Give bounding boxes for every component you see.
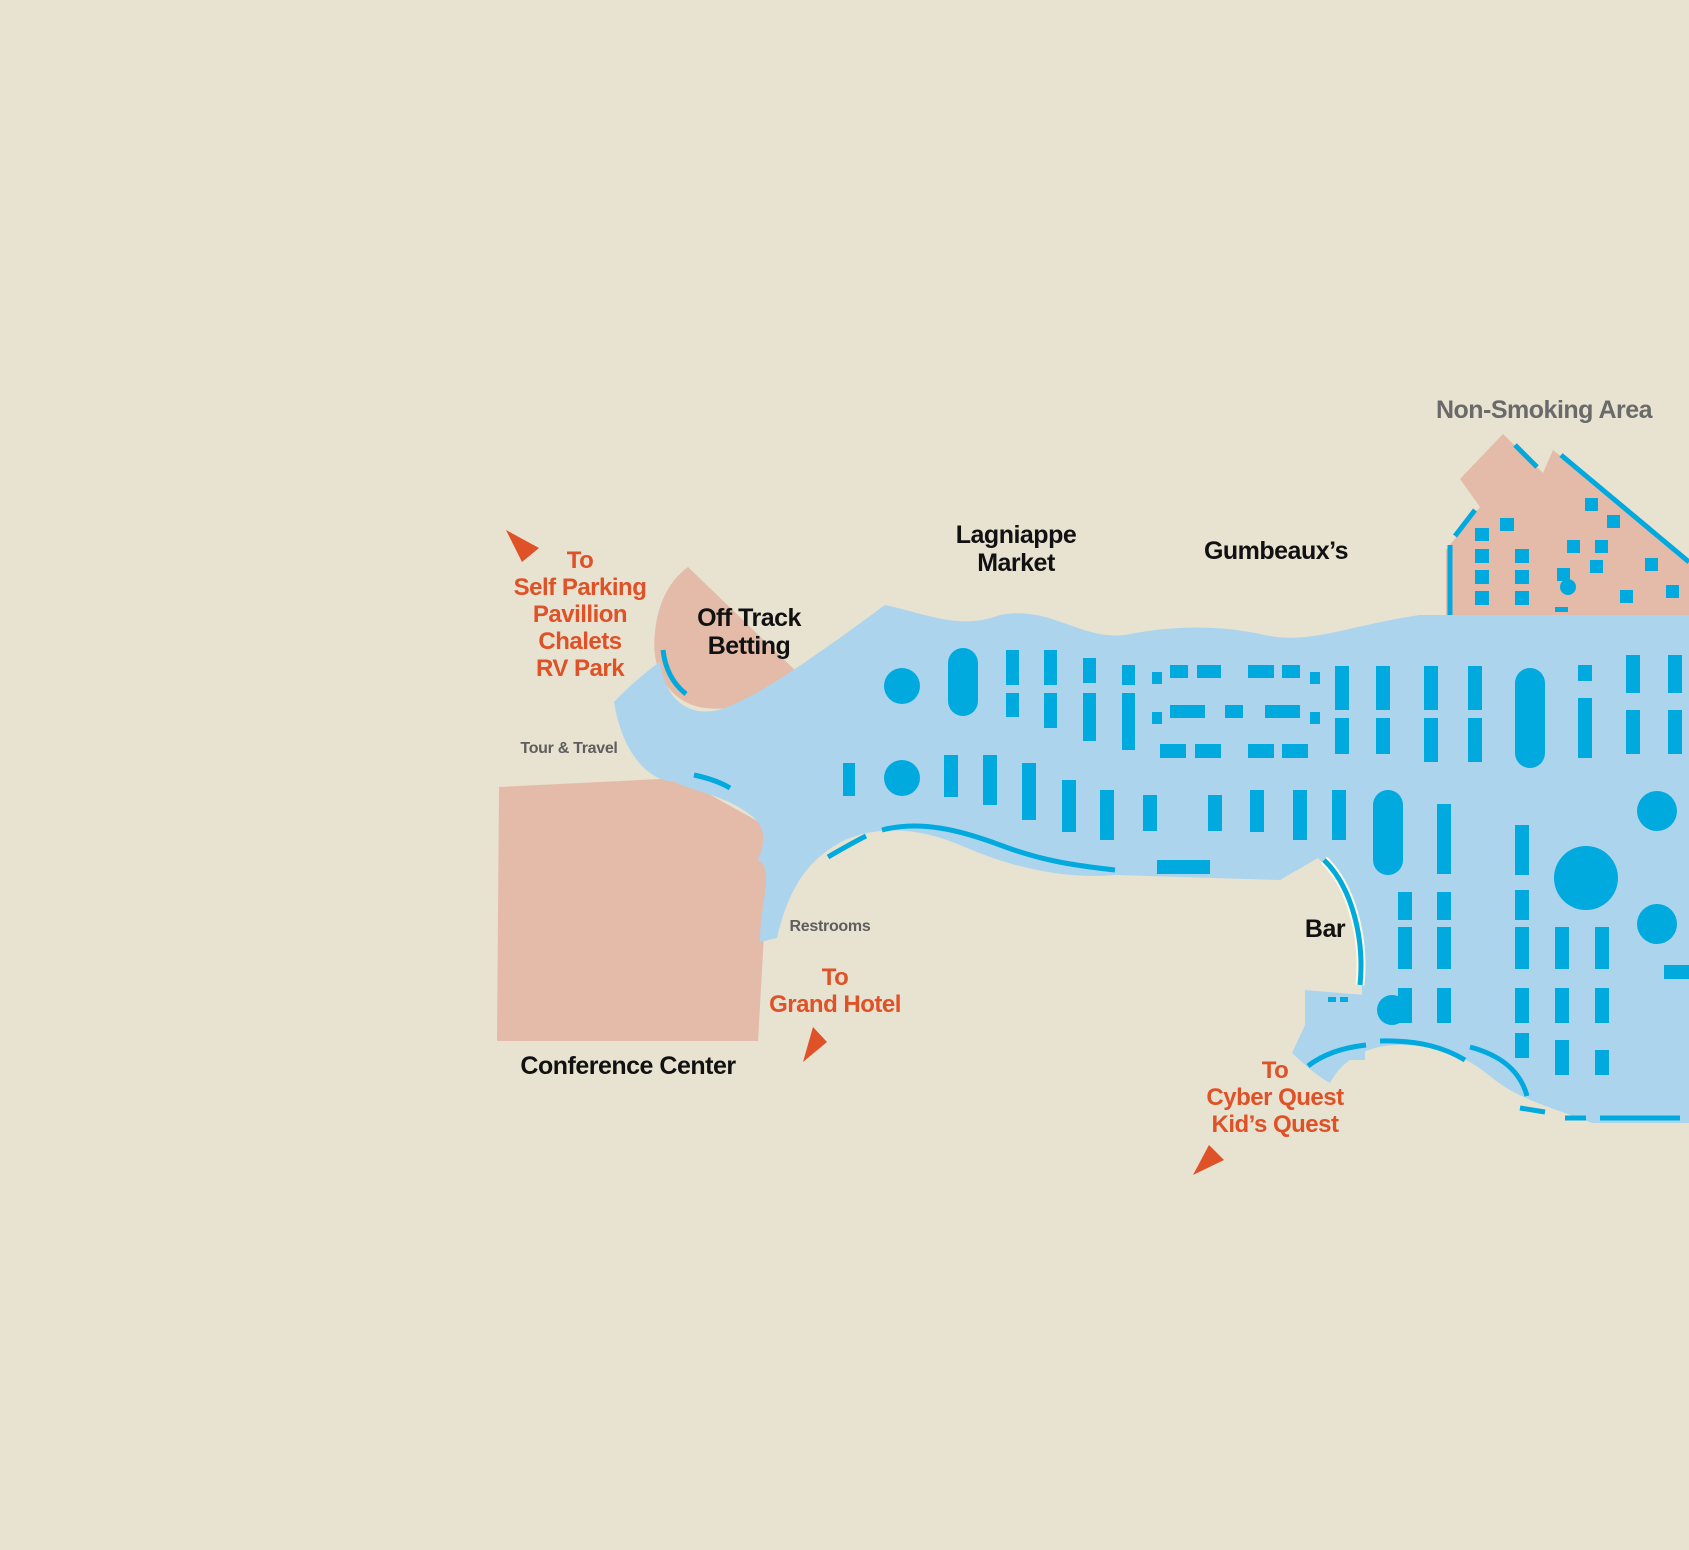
arrow-to-cyber-quest-icon — [1193, 1145, 1224, 1175]
label-bar[interactable]: Bar — [1304, 915, 1346, 943]
label-tour-travel[interactable]: Tour & Travel — [520, 740, 618, 757]
gaming-floor — [614, 605, 1689, 1123]
fixtures — [843, 498, 1689, 1075]
direction-self-parking[interactable]: To Self Parking Pavillion Chalets RV Par… — [513, 547, 647, 682]
direction-cyber-quest[interactable]: To Cyber Quest Kid’s Quest — [1206, 1057, 1344, 1138]
label-lagniappe-market[interactable]: Lagniappe Market — [955, 521, 1077, 577]
wall-lines — [660, 443, 1689, 1121]
direction-arrows — [506, 530, 1224, 1175]
label-conference-center[interactable]: Conference Center — [520, 1052, 736, 1080]
direction-grand-hotel[interactable]: To Grand Hotel — [769, 964, 901, 1018]
fixture-table — [884, 760, 920, 796]
arrow-to-grand-hotel-icon — [803, 1027, 827, 1062]
arrow-to-self-parking-icon — [506, 530, 539, 562]
floor-lower-lobby — [1305, 990, 1365, 1060]
label-restrooms[interactable]: Restrooms — [789, 918, 871, 935]
label-non-smoking-area[interactable]: Non-Smoking Area — [1435, 396, 1653, 424]
non-smoking-area[interactable] — [1446, 434, 1689, 622]
fixture-table — [884, 668, 920, 704]
label-gumbeaux[interactable]: Gumbeaux’s — [1203, 537, 1349, 565]
conference-center-area[interactable] — [497, 778, 770, 1041]
off-track-betting-area[interactable] — [654, 567, 800, 709]
label-off-track-betting[interactable]: Off Track Betting — [697, 604, 801, 660]
